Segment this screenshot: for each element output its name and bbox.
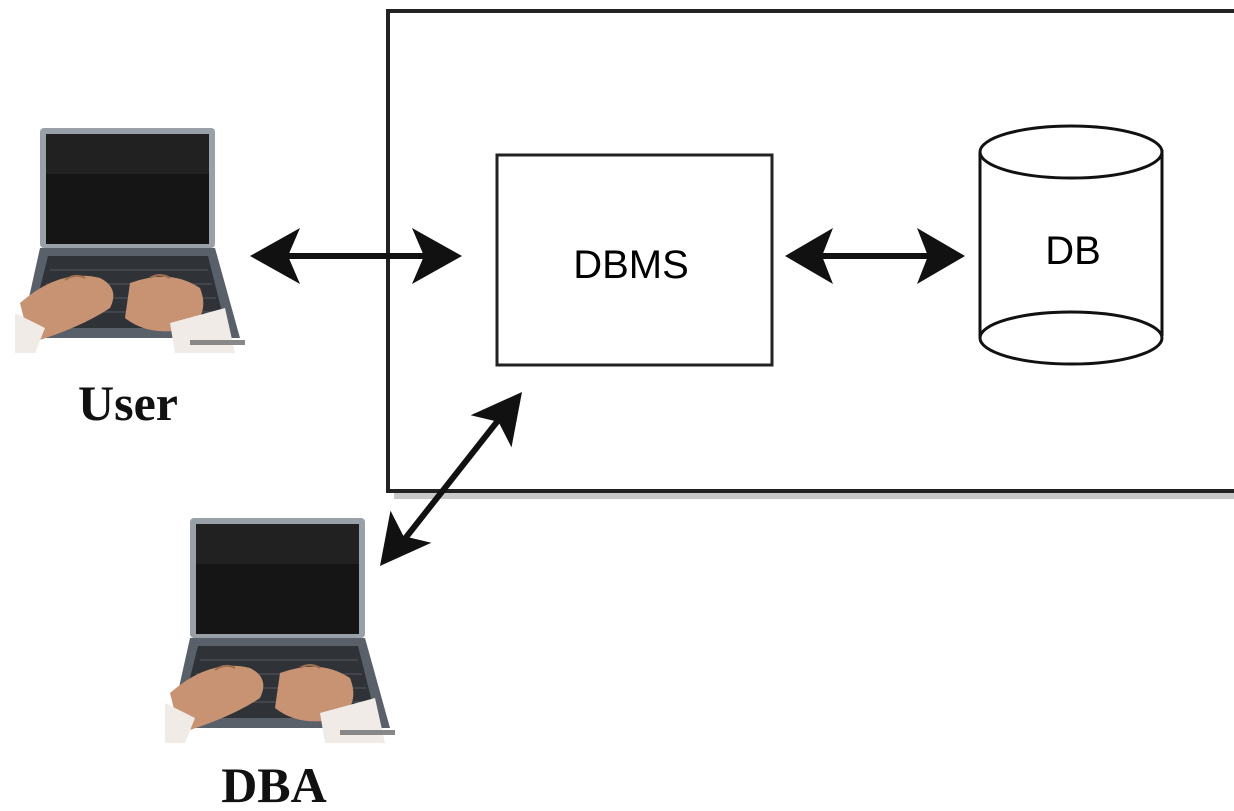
- user-laptop-icon: [14, 127, 246, 354]
- dba-laptop-icon: [164, 517, 396, 744]
- user-label: User: [78, 375, 178, 431]
- dbms-db-arrow: [785, 228, 965, 284]
- database-cylinder-icon: [978, 124, 1164, 366]
- dbms-label: DBMS: [573, 243, 689, 287]
- dba-dbms-arrow: [380, 392, 522, 566]
- user-dbms-arrow: [250, 228, 462, 284]
- db-label: DB: [1045, 229, 1101, 273]
- dba-label: DBA: [221, 757, 327, 811]
- dbms-box: [495, 153, 774, 367]
